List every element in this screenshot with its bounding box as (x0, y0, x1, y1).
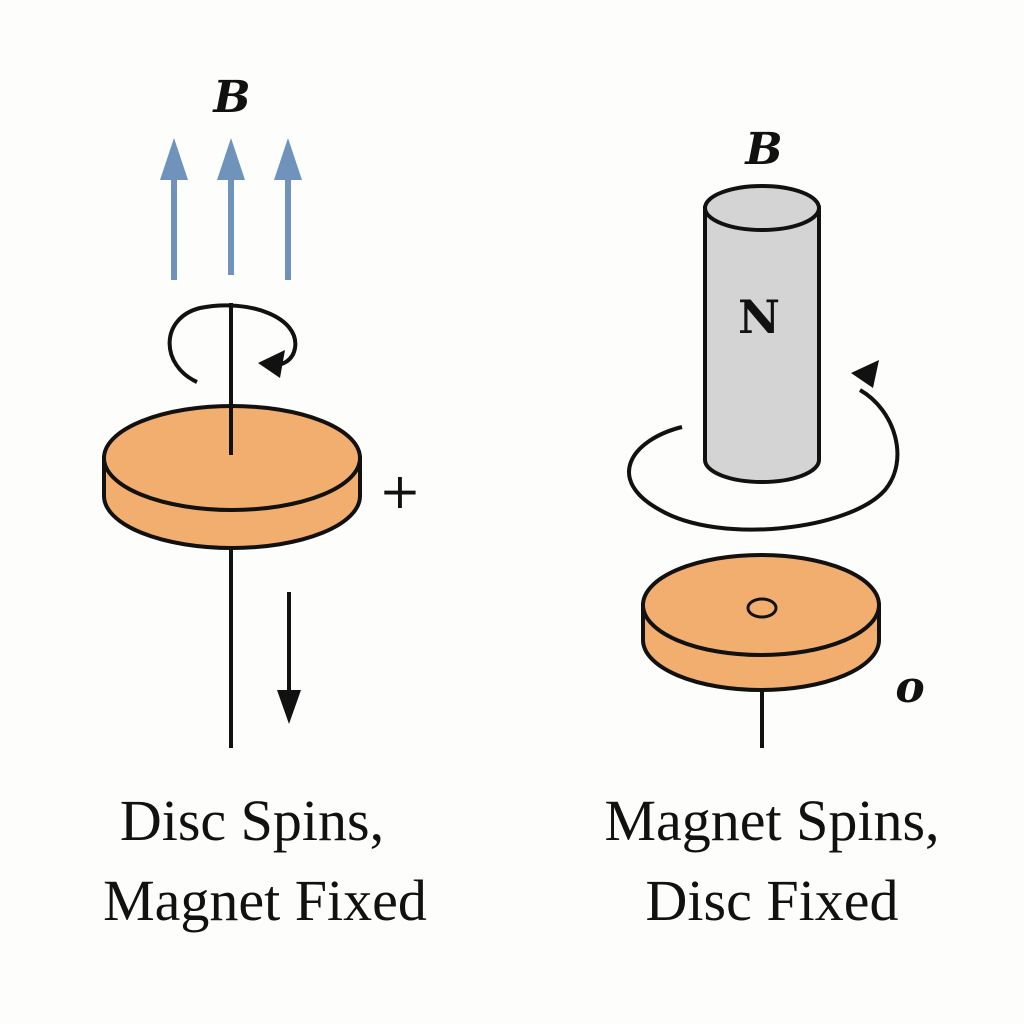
right-panel: B N o Magnet Spins, Disc Fixed (604, 124, 939, 933)
bar-magnet (703, 184, 821, 484)
right-caption-line2: Disc Fixed (646, 868, 899, 933)
spinning-disc (102, 404, 362, 550)
field-arrow-icon (217, 138, 245, 275)
right-polarity-label: o (895, 662, 924, 713)
left-polarity-label: + (379, 462, 421, 520)
disc-center-hole (746, 597, 778, 619)
left-field-label: B (211, 72, 250, 123)
left-caption-line1: Disc Spins, (120, 788, 384, 853)
left-panel: B + (102, 72, 427, 933)
right-field-label: B (743, 124, 782, 175)
magnetic-field-arrows (160, 138, 302, 280)
field-arrow-icon (274, 138, 302, 280)
left-caption-line2: Magnet Fixed (103, 868, 427, 933)
magnet-pole-label: N (738, 290, 780, 344)
rotation-arrow-icon (167, 303, 298, 384)
fixed-disc (641, 553, 881, 692)
rotation-arrow-icon (627, 360, 900, 532)
current-arrow-icon (277, 592, 301, 724)
field-arrow-icon (160, 138, 188, 280)
right-caption-line1: Magnet Spins, (604, 788, 939, 853)
